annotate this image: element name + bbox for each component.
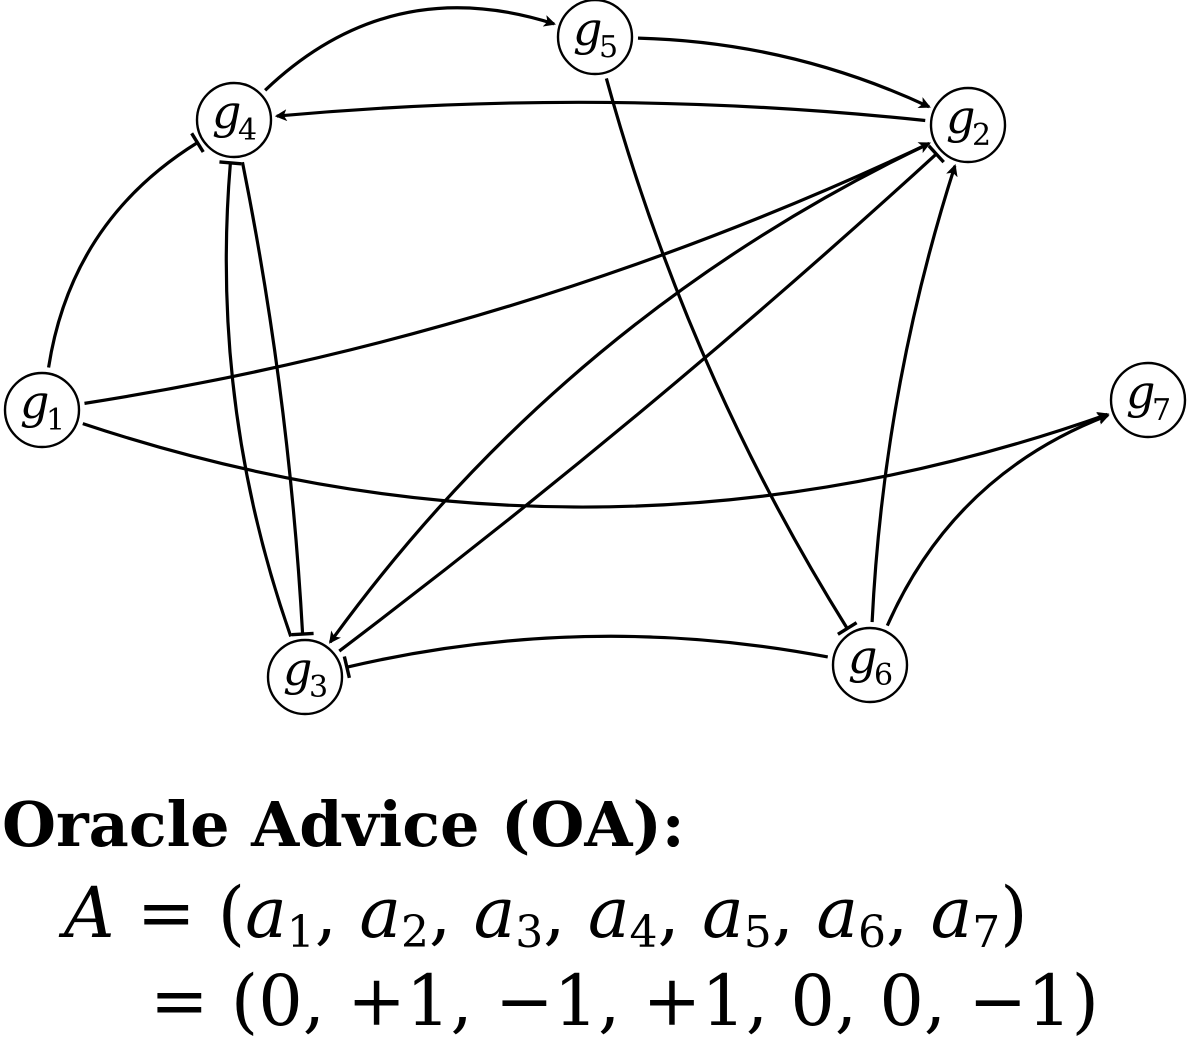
inhibition-bar-g1-to-g4 <box>190 132 205 153</box>
vector-component: a2 <box>359 872 430 958</box>
edge-g2-to-g4 <box>274 100 926 123</box>
edge-g1-to-g4 <box>46 141 199 368</box>
node-subscript-g6: 6 <box>874 658 893 693</box>
node-circle-g6 <box>831 626 909 704</box>
node-subscript-g7: 7 <box>1152 393 1171 428</box>
advice-vector-definition: A = (a1, a2, a3, a4, a5, a6, a7) <box>64 872 1028 958</box>
edge-g5-to-g2 <box>637 36 931 109</box>
vector-component: a4 <box>587 872 658 958</box>
advice-symbol: A <box>64 872 115 954</box>
node-circle-g3 <box>266 638 344 716</box>
edge-g4-to-g3 <box>240 161 305 635</box>
edge-g1-to-g2 <box>84 141 931 405</box>
inhibition-bar-g6-to-g3 <box>342 656 352 679</box>
node-label-g2: g <box>946 90 975 144</box>
node-label-g6: g <box>848 630 877 684</box>
edge-g4-to-g5 <box>264 6 556 92</box>
edge-g1-to-g7 <box>82 412 1110 509</box>
inhibition-bar-g3-to-g2 <box>927 144 945 164</box>
node-subscript-g4: 4 <box>238 113 257 148</box>
advice-vector-values: = (0, +1, −1, +1, 0, 0, −1) <box>150 960 1099 1042</box>
node-label-g5: g <box>573 2 602 56</box>
vector-components: (a1, a2, a3, a4, a5, a6, a7) <box>217 872 1028 958</box>
equals-sign: = <box>136 872 196 954</box>
node-subscript-g5: 5 <box>599 30 618 65</box>
edge-g6-to-g3 <box>346 634 829 669</box>
node-circle-g7 <box>1109 361 1187 439</box>
node-label-g3: g <box>283 642 312 696</box>
value-components: (0, +1, −1, +1, 0, 0, −1) <box>230 960 1099 1042</box>
node-circle-g4 <box>195 81 273 159</box>
inhibition-bar-g3-to-g4 <box>219 160 242 166</box>
vector-component: a7 <box>930 872 1001 958</box>
node-g7: g7 <box>1109 361 1187 439</box>
node-g3: g3 <box>266 638 344 716</box>
vector-component: a5 <box>702 872 772 958</box>
node-g1: g1 <box>3 371 81 449</box>
node-subscript-g1: 1 <box>46 403 65 438</box>
node-label-g1: g <box>20 375 49 429</box>
vector-component: a6 <box>816 872 887 958</box>
node-circle-g1 <box>3 371 81 449</box>
edge-g3-to-g2 <box>338 152 938 653</box>
node-label-g7: g <box>1126 365 1155 419</box>
edge-g6-to-g2 <box>870 164 958 623</box>
edge-g5-to-g6 <box>604 78 849 630</box>
equals-sign: = <box>150 960 209 1042</box>
node-g2: g2 <box>929 86 1007 164</box>
edge-g2-to-g3 <box>328 142 930 644</box>
oracle-advice-caption: Oracle Advice (OA): A = (a1, a2, a3, a4,… <box>0 772 1197 1060</box>
node-circle-g5 <box>556 0 634 76</box>
node-circle-g2 <box>929 86 1007 164</box>
inhibition-bar-g5-to-g6 <box>837 621 858 636</box>
vector-component: a1 <box>245 872 315 958</box>
node-subscript-g3: 3 <box>309 670 328 705</box>
oracle-advice-title: Oracle Advice (OA): <box>2 788 685 861</box>
edge-g3-to-g4 <box>224 162 293 637</box>
node-g4: g4 <box>195 81 273 159</box>
node-g5: g5 <box>556 0 634 76</box>
node-label-g4: g <box>212 85 241 139</box>
node-subscript-g2: 2 <box>972 118 991 153</box>
edge-g6-to-g7 <box>885 413 1110 627</box>
node-g6: g6 <box>831 626 909 704</box>
inhibition-bar-g4-to-g3 <box>291 631 314 637</box>
vector-component: a3 <box>473 872 544 958</box>
